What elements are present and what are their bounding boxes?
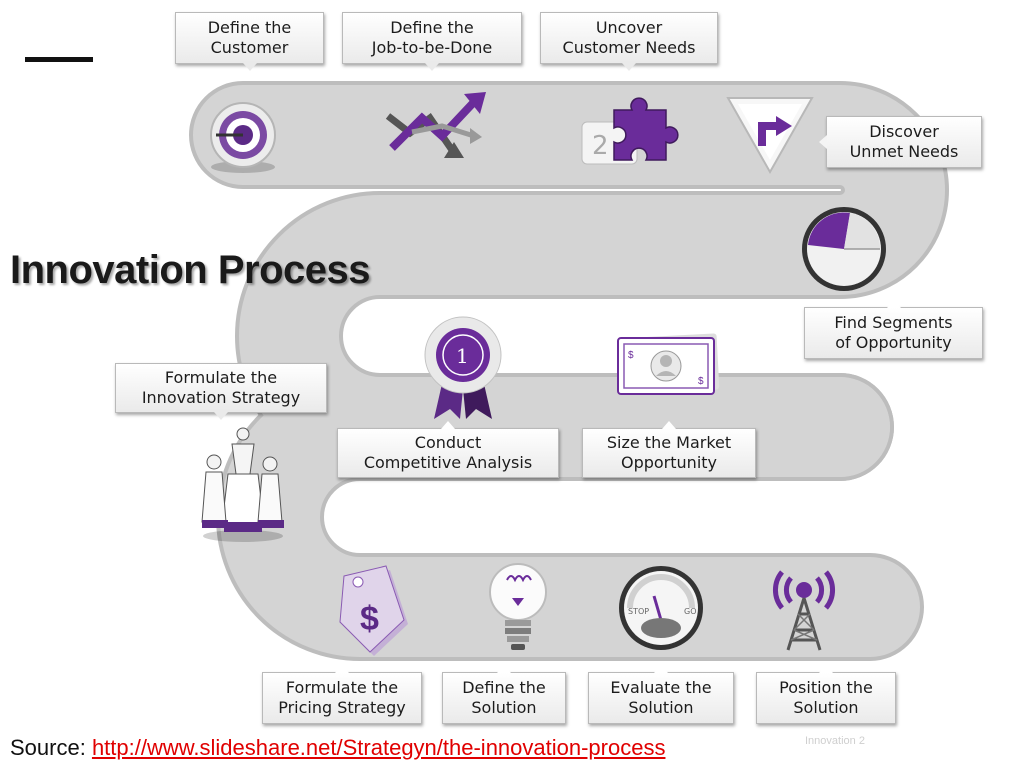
svg-text:$: $ — [698, 376, 704, 387]
step-label-define-customer: Define the Customer — [175, 12, 324, 71]
puzzle-icon: 2 — [581, 97, 679, 165]
step-label-uncover-needs: Uncover Customer Needs — [540, 12, 718, 71]
svg-text:$: $ — [360, 600, 379, 638]
svg-text:STOP: STOP — [628, 607, 649, 616]
step-label-evaluate-solution: Evaluate the Solution — [588, 665, 734, 724]
step-label-size-market: Size the Market Opportunity — [582, 421, 756, 478]
step-label-find-segments: Find Segments of Opportunity — [804, 300, 983, 359]
svg-text:2: 2 — [592, 131, 609, 161]
step-label-define-solution: Define the Solution — [442, 665, 566, 724]
gauge-icon: STOP GO — [619, 566, 703, 650]
trend-arrows-icon — [385, 92, 486, 158]
banknote-icon: $ $ — [617, 333, 720, 395]
svg-text:GO: GO — [684, 607, 697, 616]
step-label-discover-unmet: Discover Unmet Needs — [819, 116, 982, 168]
step-label-define-job: Define the Job-to-be-Done — [342, 12, 522, 71]
broadcast-tower-icon — [773, 570, 835, 651]
source-label: Source: — [10, 735, 92, 760]
step-label-innovation-strategy: Formulate the Innovation Strategy — [115, 363, 327, 420]
faint-footer-text: Innovation 2 — [805, 735, 865, 747]
svg-text:$: $ — [628, 350, 634, 361]
source-link[interactable]: http://www.slideshare.net/Strategyn/the-… — [91, 735, 666, 760]
title-accent-bar — [25, 57, 93, 62]
step-label-pricing-strategy: Formulate the Pricing Strategy — [262, 665, 422, 724]
light-bulb-icon — [489, 563, 547, 650]
target-icon — [210, 102, 276, 173]
chess-pieces-icon — [201, 427, 284, 542]
slide-title: Innovation Process — [10, 248, 370, 292]
source-citation: Source: http://www.slideshare.net/Strate… — [10, 735, 665, 761]
price-tag-icon: $ — [339, 565, 408, 656]
step-label-competitive-analysis: Conduct Competitive Analysis — [337, 421, 559, 478]
first-place-ribbon-icon: 1 — [424, 316, 502, 419]
pie-chart-icon — [802, 207, 886, 291]
direction-sign-icon — [726, 97, 814, 175]
step-label-position-solution: Position the Solution — [756, 665, 896, 724]
svg-text:1: 1 — [456, 344, 469, 368]
